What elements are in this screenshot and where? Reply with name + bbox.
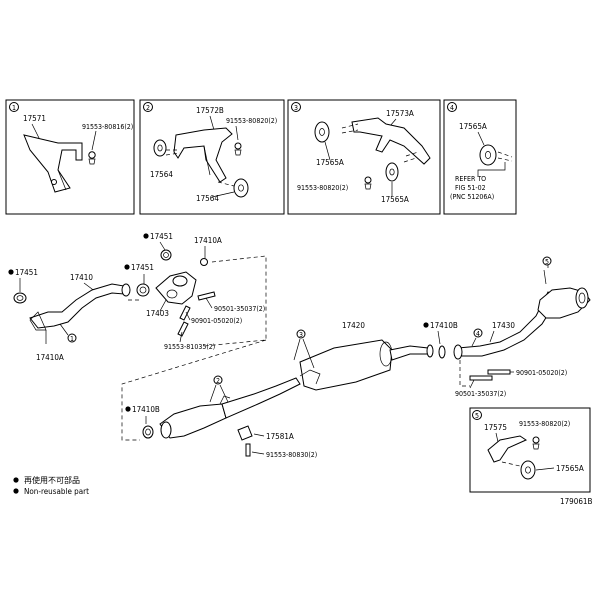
- inset-3-bolt-label: 91553-80820(2): [297, 184, 348, 192]
- inset-3-hanger-right-label: 17565A: [381, 195, 409, 204]
- bolt-91553-81035-label: 91553-81035(2): [164, 343, 215, 351]
- inset-4-refer-line2: FIG 51-02: [455, 184, 486, 192]
- inset-5-hanger-label: 17565A: [556, 464, 584, 473]
- legend: 再使用不可部品 Non-reusable part: [13, 475, 89, 496]
- legend-line-1: 再使用不可部品: [24, 475, 80, 485]
- gasket-17451-label-a: 17451: [150, 232, 173, 241]
- bolt-90501-35037-label-b: 90501-35037(2): [455, 390, 506, 398]
- gasket-17410A-label-a: 17410A: [194, 236, 222, 245]
- gasket-17451-label-c: 17451: [15, 268, 38, 277]
- rubber-hanger-icon: [385, 162, 399, 182]
- tail-pipe-17430-label: 17430: [492, 321, 515, 330]
- non-reusable-marker-icon: [13, 477, 19, 483]
- part-17403-label: 17403: [146, 309, 169, 318]
- svg-text:5: 5: [545, 258, 549, 266]
- bolt-90501-35037-label-a: 90501-35037(2): [214, 305, 265, 313]
- exhaust-hanger-bracket-17573a: [351, 117, 431, 165]
- rubber-hanger-icon: [153, 139, 167, 157]
- center-exhaust-pipe-17420-group: 17420 2 3 17410B 17581A 915: [121, 321, 434, 459]
- rubber-hanger-icon: [314, 121, 330, 143]
- tail-pipe-17430-group: 17410B 17430 5 4 90901-05020(2) 90501-35…: [423, 256, 591, 398]
- inset-4-part-label: 17565A: [459, 122, 487, 131]
- inset-1: 1 17571 91553-80816(2): [5, 99, 135, 215]
- inset-5: 5 17575 91553-80820(2) 17565A: [469, 407, 591, 493]
- svg-text:3: 3: [299, 331, 303, 339]
- inset-3: 3 17573A 17565A 91553-80820(2) 17565A: [287, 99, 441, 215]
- inset-3-number: 3: [294, 104, 298, 112]
- bolt-icon: [88, 151, 96, 159]
- inset-2-hanger-left-label: 17564: [150, 170, 173, 179]
- gasket-ring-icon: [13, 292, 27, 304]
- tail-hanger-bracket-17575: [487, 435, 528, 463]
- gasket-17410A-label-b: 17410A: [36, 353, 64, 362]
- inset-3-part-top-label: 17573A: [386, 109, 414, 118]
- part-17581A-label: 17581A: [266, 432, 294, 441]
- inset-5-part-label: 17575: [484, 423, 507, 432]
- front-pipe-17410-group: 17451 17410 1 17410A: [8, 268, 131, 362]
- center-pipe-17420-label: 17420: [342, 321, 365, 330]
- svg-text:2: 2: [216, 377, 220, 385]
- inset-4-refer-line3: (PNC 51206A): [450, 193, 494, 201]
- front-pipe-17410: [29, 283, 125, 329]
- bolt-91553-80830-label: 91553-80830(2): [266, 451, 317, 459]
- callout-1-circle: [67, 333, 77, 343]
- inset-1-bolt-label: 91553-80816(2): [82, 123, 133, 131]
- inset-1-number-circle: [9, 102, 19, 112]
- bolt-90901-05020-label-b: 90901-05020(2): [516, 369, 567, 377]
- exhaust-hanger-bracket: [173, 127, 233, 183]
- inset-2-number: 2: [146, 104, 150, 112]
- front-pipe-17410-label: 17410: [70, 273, 93, 282]
- muffler-17420: [299, 339, 393, 391]
- inset-2: 2 17572B 91553-80820(2) 17564 17564: [139, 99, 285, 215]
- rubber-hanger-icon: [479, 144, 497, 166]
- inset-5-bolt-label: 91553-80820(2): [519, 420, 570, 428]
- bolt-icon: [532, 436, 540, 444]
- rubber-hanger-icon: [233, 178, 249, 198]
- gasket-17410B-label-b: 17410B: [132, 405, 160, 414]
- inset-4: 4 17565A REFER TO FIG 51-02 (PNC 51206A): [443, 99, 517, 215]
- bolt-90901-05020-label-a: 90901-05020(2): [191, 317, 242, 325]
- inset-5-number: 5: [475, 412, 479, 420]
- inset-1-number: 1: [12, 104, 16, 112]
- bolt-icon: [364, 176, 372, 184]
- svg-text:4: 4: [476, 330, 480, 338]
- inset-3-hanger-left-label: 17565A: [316, 158, 344, 167]
- heat-insulator-bracket: [23, 134, 83, 193]
- inset-2-bolt-label: 91553-80820(2): [226, 117, 277, 125]
- gasket-17451-label-b: 17451: [131, 263, 154, 272]
- inset-2-hanger-bottom-label: 17564: [196, 194, 219, 203]
- legend-line-2: Non-reusable part: [24, 487, 89, 496]
- svg-text:1: 1: [70, 335, 74, 343]
- figure-code: 179061B: [560, 497, 592, 506]
- inset-1-part-label: 17571: [23, 114, 46, 123]
- bolt-icon: [234, 142, 242, 150]
- inset-4-number: 4: [450, 104, 454, 112]
- inset-2-part-top-label: 17572B: [196, 106, 224, 115]
- upper-gaskets-group: 17451 17410A 17451 17403 90501-35037(2) …: [124, 232, 267, 351]
- gasket-17410B-label-a: 17410B: [430, 321, 458, 330]
- rubber-hanger-icon: [520, 460, 536, 480]
- inset-4-refer-line1: REFER TO: [455, 175, 486, 183]
